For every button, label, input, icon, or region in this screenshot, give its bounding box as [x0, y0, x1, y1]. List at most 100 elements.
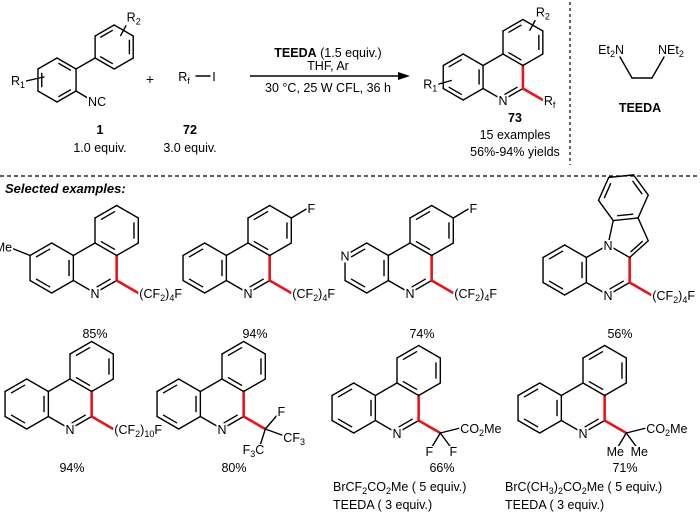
bond: [47, 378, 71, 393]
substituent-label: Rf​: [544, 94, 556, 110]
subscript: 2: [673, 295, 678, 305]
bond: [37, 90, 58, 103]
bond: [268, 204, 293, 219]
subscript: 2: [665, 428, 670, 438]
reactant2-equiv: 3.0 equiv.: [163, 141, 216, 155]
text-run: R: [127, 11, 136, 25]
double-bond-line: [603, 183, 612, 199]
text-run: R: [536, 5, 545, 19]
substituent-label: (CF2​)4​F: [454, 287, 497, 303]
substituent-label: F: [449, 445, 457, 459]
text-run: F: [277, 405, 285, 419]
bond: [221, 378, 245, 393]
bond: [542, 244, 566, 259]
label-background: [242, 288, 254, 300]
bond: [264, 414, 279, 430]
bond: [612, 217, 639, 222]
subscript: 4: [322, 293, 327, 303]
section-title: Selected examples:: [5, 181, 126, 196]
r1-label: R1​: [11, 74, 25, 90]
bond: [582, 344, 606, 359]
bond: [409, 204, 433, 219]
bond: [417, 344, 442, 359]
double-bond-line: [588, 351, 604, 360]
text-run: R: [544, 94, 553, 108]
subscript: 2: [545, 11, 550, 21]
nitrogen-atom: N: [498, 94, 507, 108]
r1-label: R1​: [423, 78, 437, 94]
double-bond-line: [188, 248, 204, 258]
bond: [247, 204, 271, 219]
bond: [603, 344, 628, 359]
r2-label: R2​: [127, 11, 141, 27]
ester-label: CO2​Me: [460, 422, 501, 438]
subscript: 1: [432, 84, 437, 94]
bond: [482, 53, 504, 67]
nitrogen-atom: N: [603, 289, 612, 303]
bond: [37, 57, 58, 70]
bond: [331, 382, 355, 397]
text-run: N: [615, 43, 624, 57]
double-bond-line: [548, 250, 564, 260]
bond: [502, 18, 524, 32]
bond: [430, 242, 455, 257]
bond: [417, 382, 442, 397]
label-background: [645, 423, 689, 437]
nitrogen-atom: N: [243, 287, 252, 301]
text-run: I: [212, 70, 215, 84]
substituent-label: Me: [607, 445, 624, 459]
bond: [625, 427, 648, 434]
subscript: f: [553, 100, 556, 110]
reactant1-equiv: 1.0 equiv.: [73, 141, 126, 155]
text-run: ): [554, 480, 558, 494]
bond: [56, 90, 77, 103]
nitrogen-atom: N: [603, 239, 612, 253]
subscript: 2: [386, 486, 391, 496]
bond: [442, 53, 464, 67]
bond: [90, 340, 115, 355]
double-bond-line: [632, 180, 643, 195]
text-run: Me: [484, 422, 501, 436]
bond: [94, 242, 118, 257]
reagent-note: TEEDA ( 3 equiv.): [333, 498, 432, 512]
text-run: (CF: [454, 287, 475, 301]
label-background: [291, 288, 337, 302]
text-run: N: [392, 427, 401, 441]
reactant2-label: 72: [183, 123, 197, 137]
bond: [94, 204, 118, 219]
biaryl-bond: [75, 57, 96, 70]
text-run: (CF: [114, 423, 135, 437]
r2-label: R2​: [536, 5, 550, 21]
substituent-label: F3​C: [243, 443, 265, 459]
double-bond-line: [548, 280, 564, 290]
new-bond: [90, 415, 115, 431]
text-run: TEEDA ( 3 equiv.): [505, 498, 604, 512]
double-bond-line: [188, 278, 204, 288]
bond: [430, 204, 455, 219]
nitrogen-atom: N: [405, 287, 414, 301]
bond: [628, 240, 649, 259]
ring-substituent-label: Me: [0, 241, 12, 255]
reagent-note: TEEDA ( 3 equiv.): [505, 498, 604, 512]
text-run: Me: [670, 422, 687, 436]
text-run: (CF: [292, 287, 313, 301]
double-bond-line: [227, 347, 243, 356]
text-run: NEt: [658, 43, 679, 57]
bond: [242, 340, 267, 355]
bond: [4, 415, 28, 430]
conditions-reagent-line: TEEDA (1.5 equiv.): [274, 46, 381, 60]
label-background: [306, 203, 317, 215]
new-bond: [521, 87, 545, 102]
bond: [502, 53, 524, 67]
text-run: R: [423, 78, 432, 92]
bond: [616, 432, 628, 449]
double-bond-line: [58, 89, 72, 98]
text-run: CO: [367, 480, 386, 494]
substituent-label: (CF2​)4​F: [652, 289, 695, 305]
bond: [115, 204, 140, 219]
label-background: [602, 290, 614, 302]
conditions-params: 30 °C, 25 W CFL, 36 h: [265, 81, 391, 95]
label-background: [424, 446, 435, 458]
bond: [632, 174, 649, 196]
subscript: 2: [475, 293, 480, 303]
